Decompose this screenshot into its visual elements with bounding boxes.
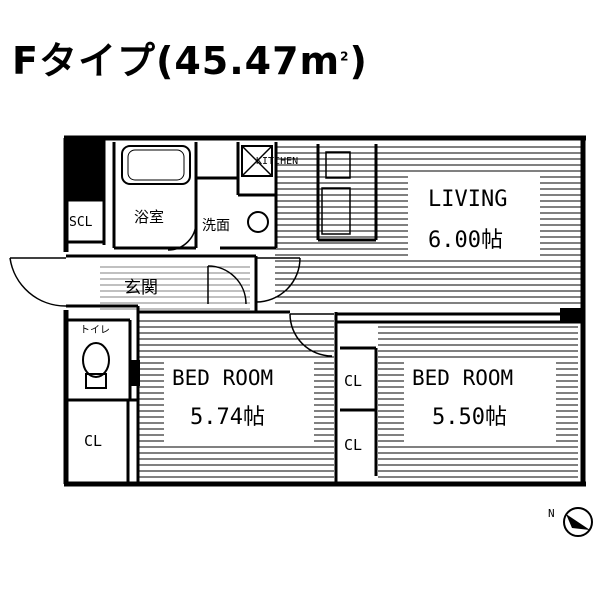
closet-mid-bottom-label: CL [344, 436, 362, 454]
living-name: LIVING [428, 187, 507, 212]
bedroom-right-name: BED ROOM [412, 366, 513, 390]
kitchen-sink [321, 187, 351, 235]
washbasin [247, 211, 269, 233]
washroom-label: 洗面 [202, 218, 230, 234]
plan-title-suffix: ) [349, 39, 368, 83]
compass-label: N [548, 507, 555, 520]
fridge-space [241, 145, 273, 177]
toilet-bowl [82, 342, 110, 378]
bedroom-right-size: 5.50帖 [432, 405, 507, 430]
living-label-bg [408, 174, 540, 258]
plan-title-text: Fタイプ(45.47m [12, 39, 341, 83]
living-size: 6.00帖 [428, 228, 503, 253]
partition-column [560, 308, 582, 322]
bedroom-right-label-bg [404, 358, 556, 442]
wall-column [64, 138, 104, 200]
bedroom-left-label-bg [164, 358, 314, 442]
toilet-wall-column [130, 360, 140, 386]
toilet-tank [85, 373, 107, 389]
bedroom-left-name: BED ROOM [172, 366, 273, 390]
plan-title-superscript: 2 [340, 49, 350, 64]
compass-needle [566, 514, 590, 530]
toilet-label: トイレ [80, 325, 110, 336]
bedroom-left-size: 5.74帖 [190, 405, 265, 430]
closet-mid-top-label: CL [344, 372, 362, 390]
interior-walls [64, 138, 583, 484]
entrance-label: 玄関 [124, 278, 158, 298]
bathtub [121, 145, 191, 185]
compass-circle [563, 507, 593, 537]
entrance-floor [100, 262, 250, 310]
shoe-closet-label: SCL [69, 215, 93, 230]
compass: N [548, 507, 593, 537]
closet-left-label: CL [84, 432, 102, 450]
entrance-doors [9, 221, 334, 357]
plan-title: Fタイプ(45.47m2) [12, 30, 368, 85]
bath-label: 浴室 [134, 208, 164, 226]
bathtub-inner [127, 149, 185, 181]
kitchen-label: KITCHEN [256, 156, 298, 167]
kitchen-stove [325, 151, 351, 179]
